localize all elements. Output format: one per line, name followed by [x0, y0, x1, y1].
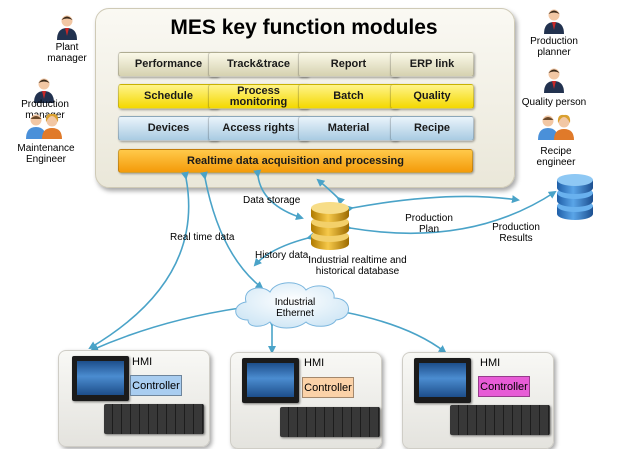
recipe-engineer-label: Recipe engineer	[536, 146, 576, 168]
hmi-screen-icon	[414, 358, 471, 403]
mes-title: MES key function modules	[170, 16, 438, 39]
arrow-db-to-mes	[316, 178, 346, 206]
module-erp-link[interactable]: ERP link	[390, 52, 474, 77]
database-label: Industrial realtime and historical datab…	[308, 255, 407, 277]
module-performance[interactable]: Performance	[118, 52, 219, 77]
ethernet-cloud-icon	[235, 282, 349, 329]
data-storage-label: Data storage	[243, 195, 301, 206]
controller-3[interactable]: Controller	[478, 376, 530, 397]
module-schedule[interactable]: Schedule	[118, 84, 219, 109]
arrow-ethernet-to-right	[337, 306, 447, 354]
arrow-data-storage	[253, 169, 304, 220]
arrow-ethernet-to-left	[90, 303, 247, 352]
production-plan-label: Production Plan	[405, 213, 453, 235]
module-report[interactable]: Report	[298, 52, 399, 77]
arrow-production-results	[343, 190, 557, 235]
production-manager-label: Production manager	[21, 99, 69, 121]
hmi-screen-icon	[72, 356, 129, 401]
production-results-label: Production Results	[492, 222, 540, 244]
arrow-production-plan	[345, 195, 520, 214]
plant-manager-icon	[57, 15, 77, 40]
maintenance-engineer-icon	[26, 113, 62, 139]
production-planner-label: Production planner	[530, 36, 578, 58]
hmi-label-2: HMI	[304, 357, 325, 369]
plc-rack-icon	[450, 405, 550, 435]
module-track-trace[interactable]: Track&trace	[208, 52, 309, 77]
controller-2[interactable]: Controller	[302, 377, 354, 398]
plc-rack-icon	[280, 407, 380, 437]
hmi-label-3: HMI	[480, 357, 501, 369]
module-material[interactable]: Material	[298, 116, 399, 141]
recipe-engineer-icon	[538, 114, 574, 140]
real-time-data-label: Real time data	[170, 232, 235, 243]
plc-rack-icon	[104, 404, 204, 434]
module-recipe[interactable]: Recipe	[390, 116, 474, 141]
module-access-rights[interactable]: Access rights	[208, 116, 309, 141]
module-quality[interactable]: Quality	[390, 84, 474, 109]
production-manager-icon	[34, 78, 54, 103]
recipe-database-icon	[557, 174, 593, 220]
production-planner-icon	[544, 9, 564, 34]
module-devices[interactable]: Devices	[118, 116, 219, 141]
controller-1[interactable]: Controller	[130, 375, 182, 396]
module-process-monitoring[interactable]: Process monitoring	[208, 84, 309, 109]
history-data-label: History data	[255, 250, 309, 261]
database-icon	[311, 202, 349, 250]
hmi-label-1: HMI	[132, 356, 153, 368]
quality-person-label: Quality person	[521, 97, 587, 108]
hmi-screen-icon	[242, 358, 299, 403]
ethernet-label: Industrial Ethernet	[274, 297, 316, 319]
arrow-mes-to-left-station	[88, 171, 190, 350]
arrow-real-time-data	[199, 171, 264, 290]
realtime-acquisition-bar[interactable]: Realtime data acquisition and processing	[118, 149, 473, 173]
arrow-history-data	[253, 232, 315, 267]
plant-manager-label: Plant manager	[47, 42, 87, 64]
maintenance-engineer-label: Maintenance Engineer	[17, 143, 75, 165]
quality-person-icon	[544, 68, 564, 93]
